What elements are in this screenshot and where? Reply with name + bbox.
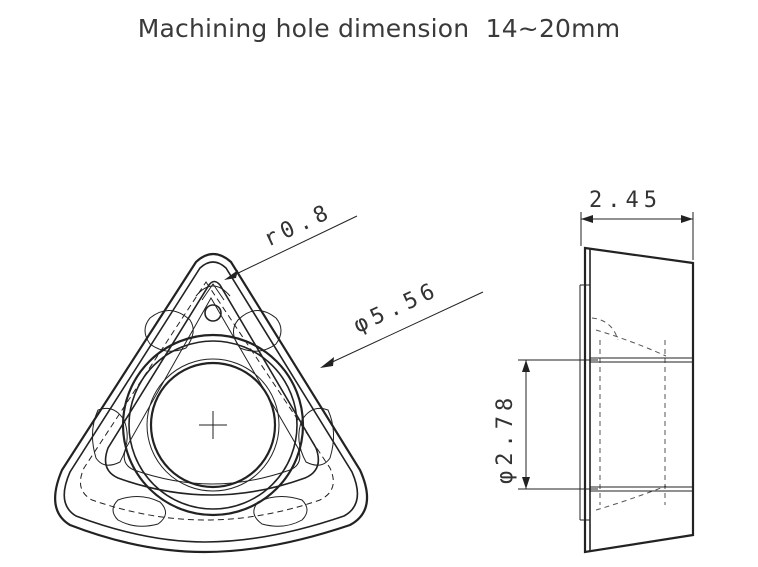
outer-diameter-leader bbox=[320, 291, 484, 368]
outer-diameter-label: φ5.56 bbox=[350, 277, 443, 338]
page-title: Machining hole dimension 14~20mm bbox=[137, 14, 621, 43]
thickness-dimension bbox=[580, 212, 694, 260]
hole-diameter-label: φ2.78 bbox=[493, 393, 518, 484]
radius-leader bbox=[224, 215, 358, 280]
insert-front-view bbox=[54, 252, 369, 554]
thickness-label: 2.45 bbox=[589, 188, 662, 213]
hole-diameter-dimension bbox=[518, 359, 598, 490]
insert-side-view bbox=[579, 246, 695, 554]
